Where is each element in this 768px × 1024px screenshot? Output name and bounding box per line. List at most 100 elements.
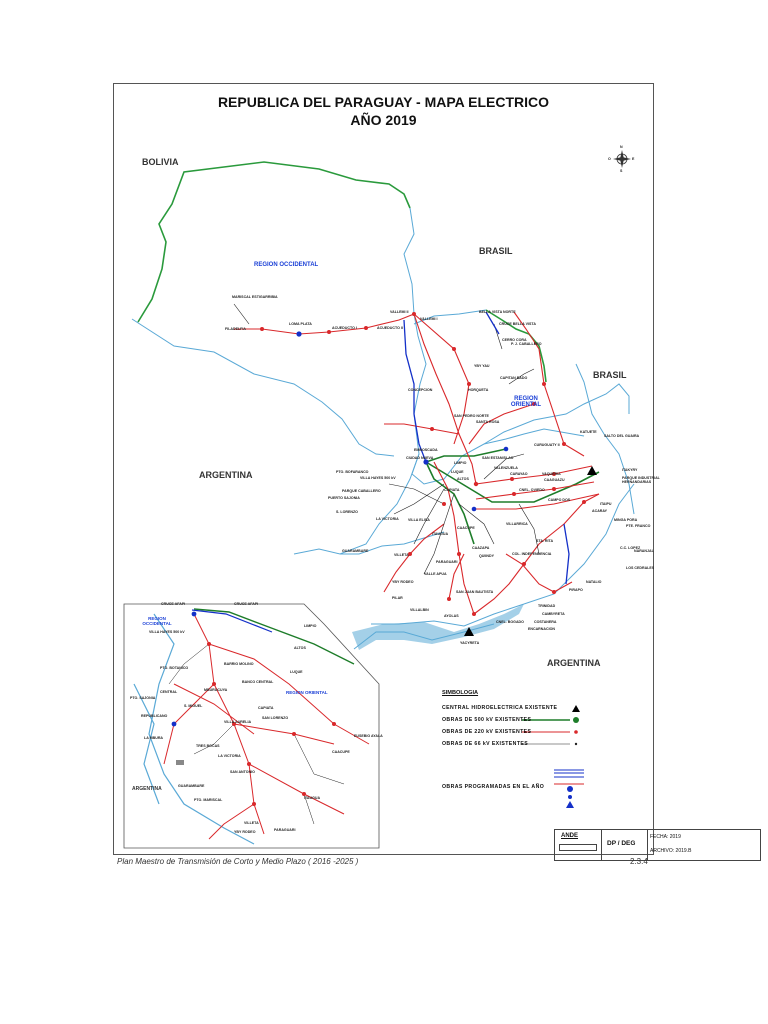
place-coronel-bogado: CNEL. BOGADO — [496, 620, 524, 624]
compass-icon — [613, 150, 631, 168]
place-cruce: CRUCE BELLA VISTA — [499, 322, 536, 326]
place-valenzuela: VALENZUELA — [494, 466, 518, 470]
place-villalbin: VILLALBIN — [410, 608, 429, 612]
place-acueducto1: ACUEDUCTO I — [332, 326, 357, 330]
place-vaqueria: VAQUERIA — [542, 472, 561, 476]
footer-plan: Plan Maestro de Transmisión de Corto y M… — [117, 857, 359, 866]
inset-san-miguel: S. MIGUEL — [184, 704, 203, 708]
compass-s: S — [620, 169, 623, 173]
place-san-lorenzo: S. LORENZO — [336, 510, 358, 514]
place-horqueta: HORQUETA — [468, 388, 489, 392]
inset-banco-central: BANCO CENTRAL — [242, 680, 274, 684]
place-yby-rodeo: YBY RODEO — [392, 580, 414, 584]
place-cc-lopez: C.C. LOPEZ — [620, 546, 641, 550]
place-villa-elisa: VILLA ELISA — [408, 518, 430, 522]
inset-cruce-2: CRUCE AFAPI — [234, 602, 259, 606]
inset-itaugua: ITAUGUA — [304, 796, 321, 800]
stamp-box — [559, 844, 597, 851]
place-itakyry: ITAKYRY — [622, 468, 638, 472]
legend-programmed: OBRAS PROGRAMADAS EN EL AÑO — [442, 784, 545, 790]
inset-central: CENTRAL — [160, 690, 178, 694]
inset-pto-mariscal: PTO. MARISCAL — [194, 798, 223, 802]
place-minga-pora: MINGA PORA — [614, 518, 638, 522]
inset-villeta: VILLETA — [244, 821, 259, 825]
place-valle-apua: VALLE APUA — [424, 572, 447, 576]
place-acaray: ACARAY — [592, 509, 608, 513]
legend-symbols — [522, 705, 584, 808]
programmed-lines — [403, 311, 570, 585]
inset-luque: LUQUE — [290, 670, 303, 674]
legend-66kv: OBRAS DE 66 kV EXISTENTES — [442, 741, 529, 747]
place-ayolas: AYOLAS — [444, 614, 459, 618]
bolivia-border — [137, 161, 411, 323]
kv500-lines — [425, 448, 600, 545]
parana-river — [352, 604, 524, 650]
substation-dots — [260, 312, 586, 616]
place-emboscada: EMBOSCADA — [414, 448, 438, 452]
inset-san-antonio: SAN ANTONIO — [230, 770, 255, 774]
map-year: AÑO 2019 — [350, 112, 417, 128]
place-villeta: VILLETA — [394, 553, 409, 557]
title-block: ANDE DP / DEG FECHA: 2019 ARCHIVO: 2019.… — [554, 829, 761, 861]
compass-w: O — [608, 157, 611, 161]
place-villa-hayes: VILLA HAYES 500 kV — [360, 476, 396, 480]
inset-la-mbura: LA MBURA — [144, 736, 164, 740]
place-curuguaty: CURUGUATY II — [534, 443, 560, 447]
place-naranjal: NARANJAL — [634, 549, 654, 553]
place-caaguazu: CAAGUAZU — [544, 478, 565, 482]
compass-n: N — [620, 145, 623, 149]
inset-caacupe: CAACUPE — [332, 750, 350, 754]
stamp-divider — [647, 830, 648, 860]
place-vallemi2: VALLEMI II — [390, 310, 409, 314]
inset-barrio-molino: BARRIO MOLINO — [224, 662, 254, 666]
place-pte-franco: PTE. FRANCO — [626, 524, 651, 528]
label-region-occidental: REGION OCCIDENTAL — [254, 262, 319, 268]
programmed-dots — [296, 331, 509, 512]
ande-logo: ANDE — [561, 833, 579, 839]
place-concepcion: CONCEPCION — [408, 388, 433, 392]
place-costanera: COSTANERA — [534, 620, 557, 624]
legend-title: SIMBOLOGIA — [442, 690, 479, 696]
label-region-oriental: REGION ORIENTAL — [510, 396, 542, 408]
place-vallemi: VALLEMI I — [420, 317, 438, 321]
stamp-archivo: ARCHIVO: 2019.B — [650, 848, 692, 854]
place-puerto-sajonia: PUERTO SAJONIA — [328, 496, 360, 500]
legend-hydro: CENTRAL HIDROELECTRICA EXISTENTE — [442, 705, 558, 711]
place-trinidad: TRINIDAD — [538, 604, 556, 608]
stamp-logo-cell: ANDE — [555, 830, 602, 860]
place-natalio: NATALIO — [586, 580, 602, 584]
place-pto-bofaranco: PTO. BOFARANCO — [336, 470, 369, 474]
inset-mburucuya: MBURUCUYA — [204, 688, 228, 692]
place-san-pedro: SAN PEDRO NORTE — [454, 414, 489, 418]
place-parque-caballero: PARQUE CABALLERO — [342, 489, 381, 493]
hydro-plants — [464, 466, 597, 636]
label-inset-occidental: REGION OCCIDENTAL — [142, 616, 172, 626]
label-inset-oriental: REGION ORIENTAL — [286, 690, 328, 695]
inset-la-victoria: LA VICTORIA — [218, 754, 241, 758]
place-yby-yau: YBY YAU — [474, 364, 490, 368]
place-caazapa: CAAZAPA — [472, 546, 490, 550]
map-canvas — [123, 150, 635, 849]
inset-altos: ALTOS — [294, 646, 306, 650]
place-parque-ind: PARQUE INDUSTRIAL HERNANDARIAS — [622, 476, 660, 484]
place-carayao: CARAYAO — [510, 472, 528, 476]
place-altos: ALTOS — [457, 477, 469, 481]
place-luque: LUQUE — [451, 470, 464, 474]
label-argentina-1: ARGENTINA — [199, 470, 253, 480]
place-la-victoria: LA VICTORIA — [376, 517, 399, 521]
place-guarambare: GUARAMBARE — [342, 549, 369, 553]
inset-capiata: CAPIATA — [258, 706, 274, 710]
place-pj-caballero: P. J. CABALLERO — [511, 342, 542, 346]
place-san-juan: SAN JUAN BAUTISTA — [456, 590, 494, 594]
inset-paraguari: PARAGUARI — [274, 828, 296, 832]
inset-republicano: REPUBLICANO — [141, 714, 168, 718]
place-los-cedrales: LOS CEDRALES — [626, 566, 655, 570]
kv66-lines — [233, 303, 540, 575]
inset-guarambare: GUARAMBARE — [178, 784, 205, 788]
stamp-fecha: FECHA: 2019 — [650, 834, 681, 840]
place-campo-dos: CAMPO DOS — [548, 498, 571, 502]
place-ciudad-nueva: CIUDAD NUEVA — [406, 456, 434, 460]
legend-500kv: OBRAS DE 500 kV EXISTENTES — [442, 717, 532, 723]
place-itaugua: ITAUGUA — [432, 532, 449, 536]
inset-pto-botanico: PTO. BOTANICO — [160, 666, 189, 670]
